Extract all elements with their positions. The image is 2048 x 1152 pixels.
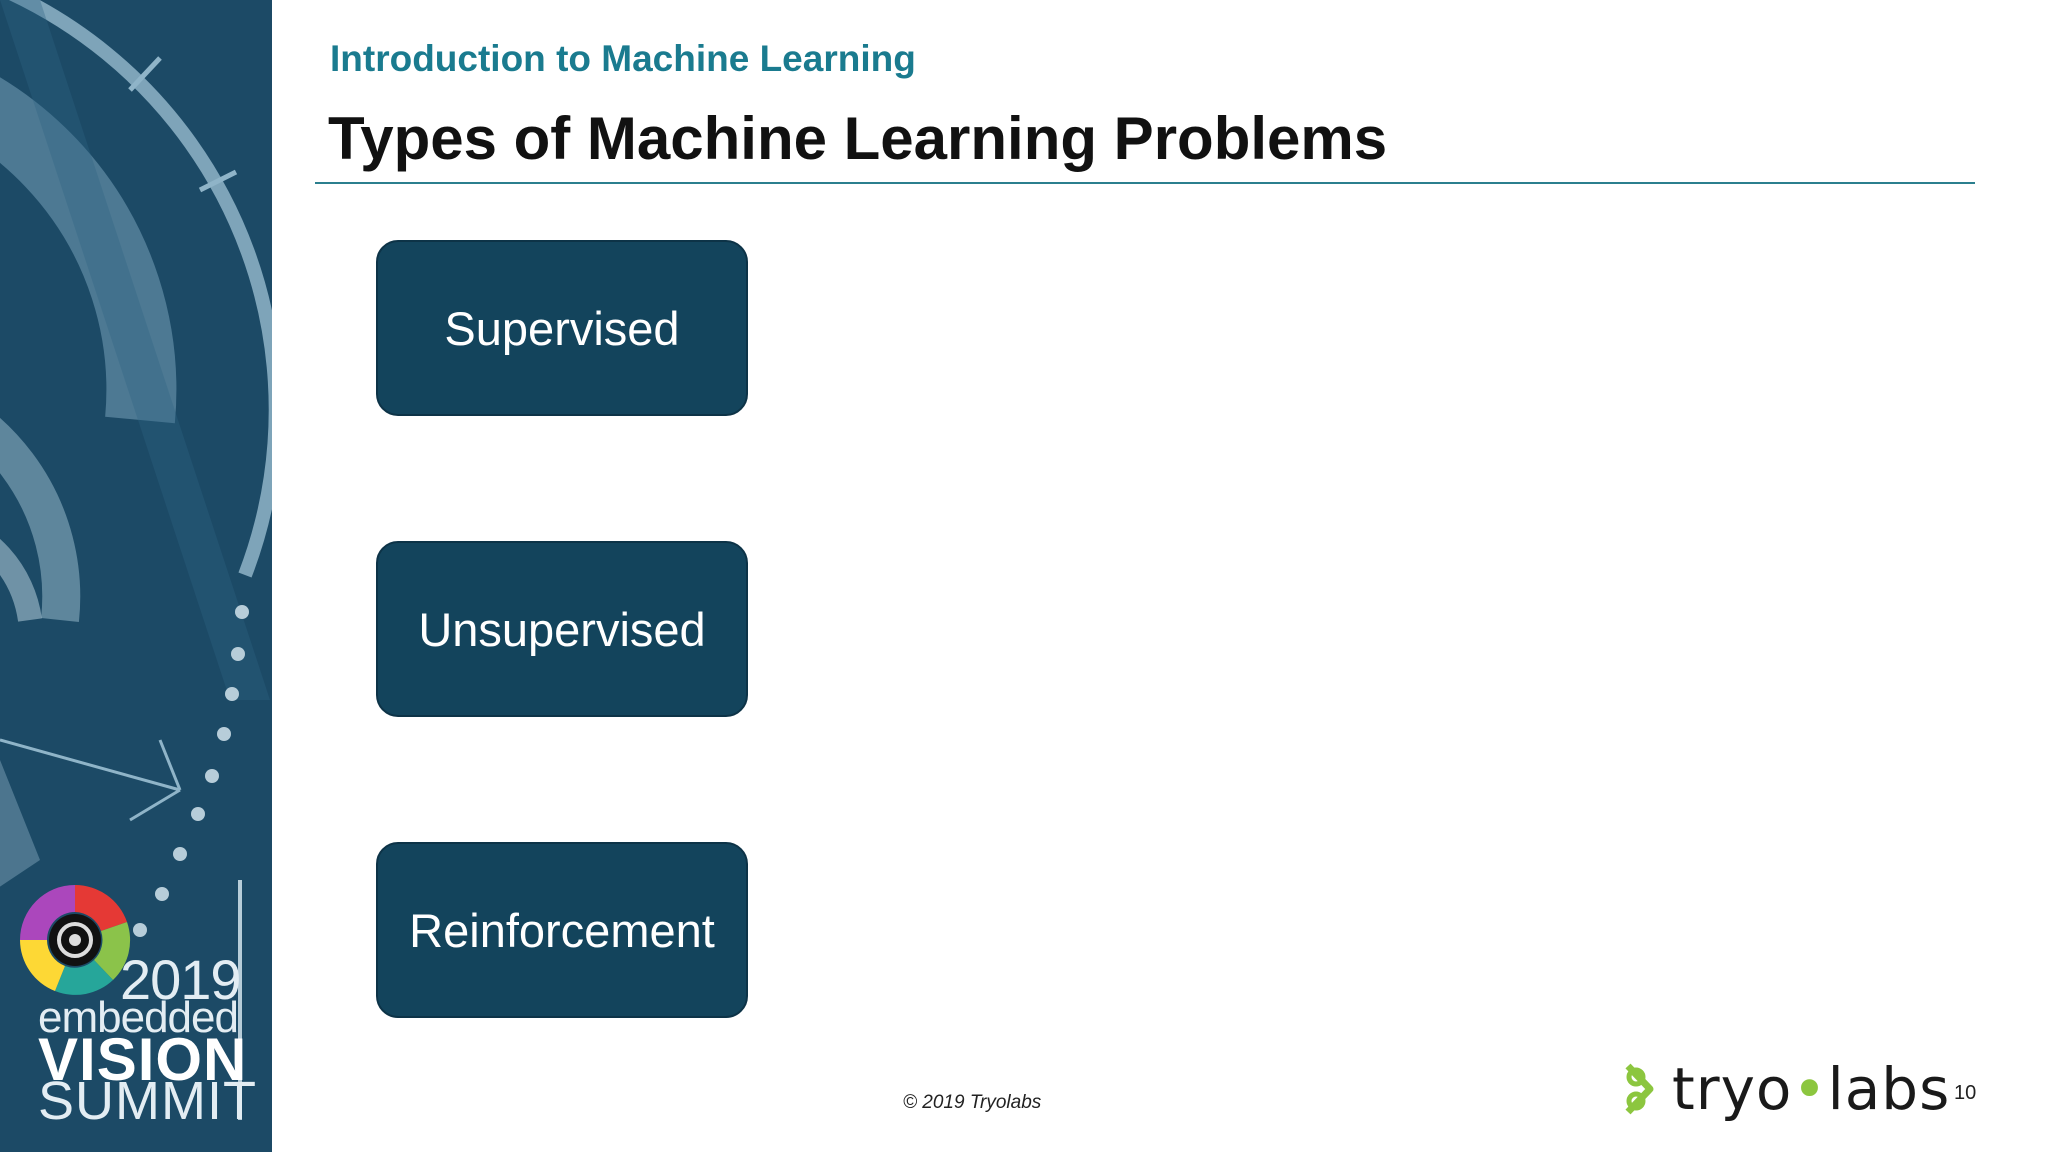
brand-part-1: tryo bbox=[1672, 1055, 1793, 1123]
sidebar-logo-vision: VISION bbox=[38, 1026, 248, 1093]
tryolabs-logo: tryo•labs bbox=[1624, 1054, 1950, 1124]
title-divider bbox=[315, 182, 1975, 184]
conference-sidebar: 2019 embedded VISION SUMMIT bbox=[0, 0, 272, 1152]
slide-title: Types of Machine Learning Problems bbox=[328, 105, 1388, 172]
sidebar-logo-year: 2019 bbox=[120, 948, 242, 1011]
tryolabs-mark-icon bbox=[1625, 1063, 1654, 1115]
sidebar-art bbox=[0, 0, 272, 1120]
type-box-supervised: Supervised bbox=[376, 240, 748, 416]
copyright-notice: © 2019 Tryolabs bbox=[903, 1092, 1042, 1113]
type-box-reinforcement: Reinforcement bbox=[376, 842, 748, 1018]
type-box-unsupervised: Unsupervised bbox=[376, 541, 748, 717]
tryolabs-wordmark: tryo•labs bbox=[1672, 1055, 1950, 1123]
page-number: 10 bbox=[1954, 1082, 1977, 1104]
slide-subtitle: Introduction to Machine Learning bbox=[330, 38, 916, 79]
sidebar-logo-summit: SUMMIT bbox=[38, 1071, 257, 1131]
brand-dot: • bbox=[1792, 1055, 1828, 1123]
brand-part-2: labs bbox=[1827, 1055, 1951, 1123]
sidebar-logo-embedded: embedded bbox=[38, 993, 239, 1042]
